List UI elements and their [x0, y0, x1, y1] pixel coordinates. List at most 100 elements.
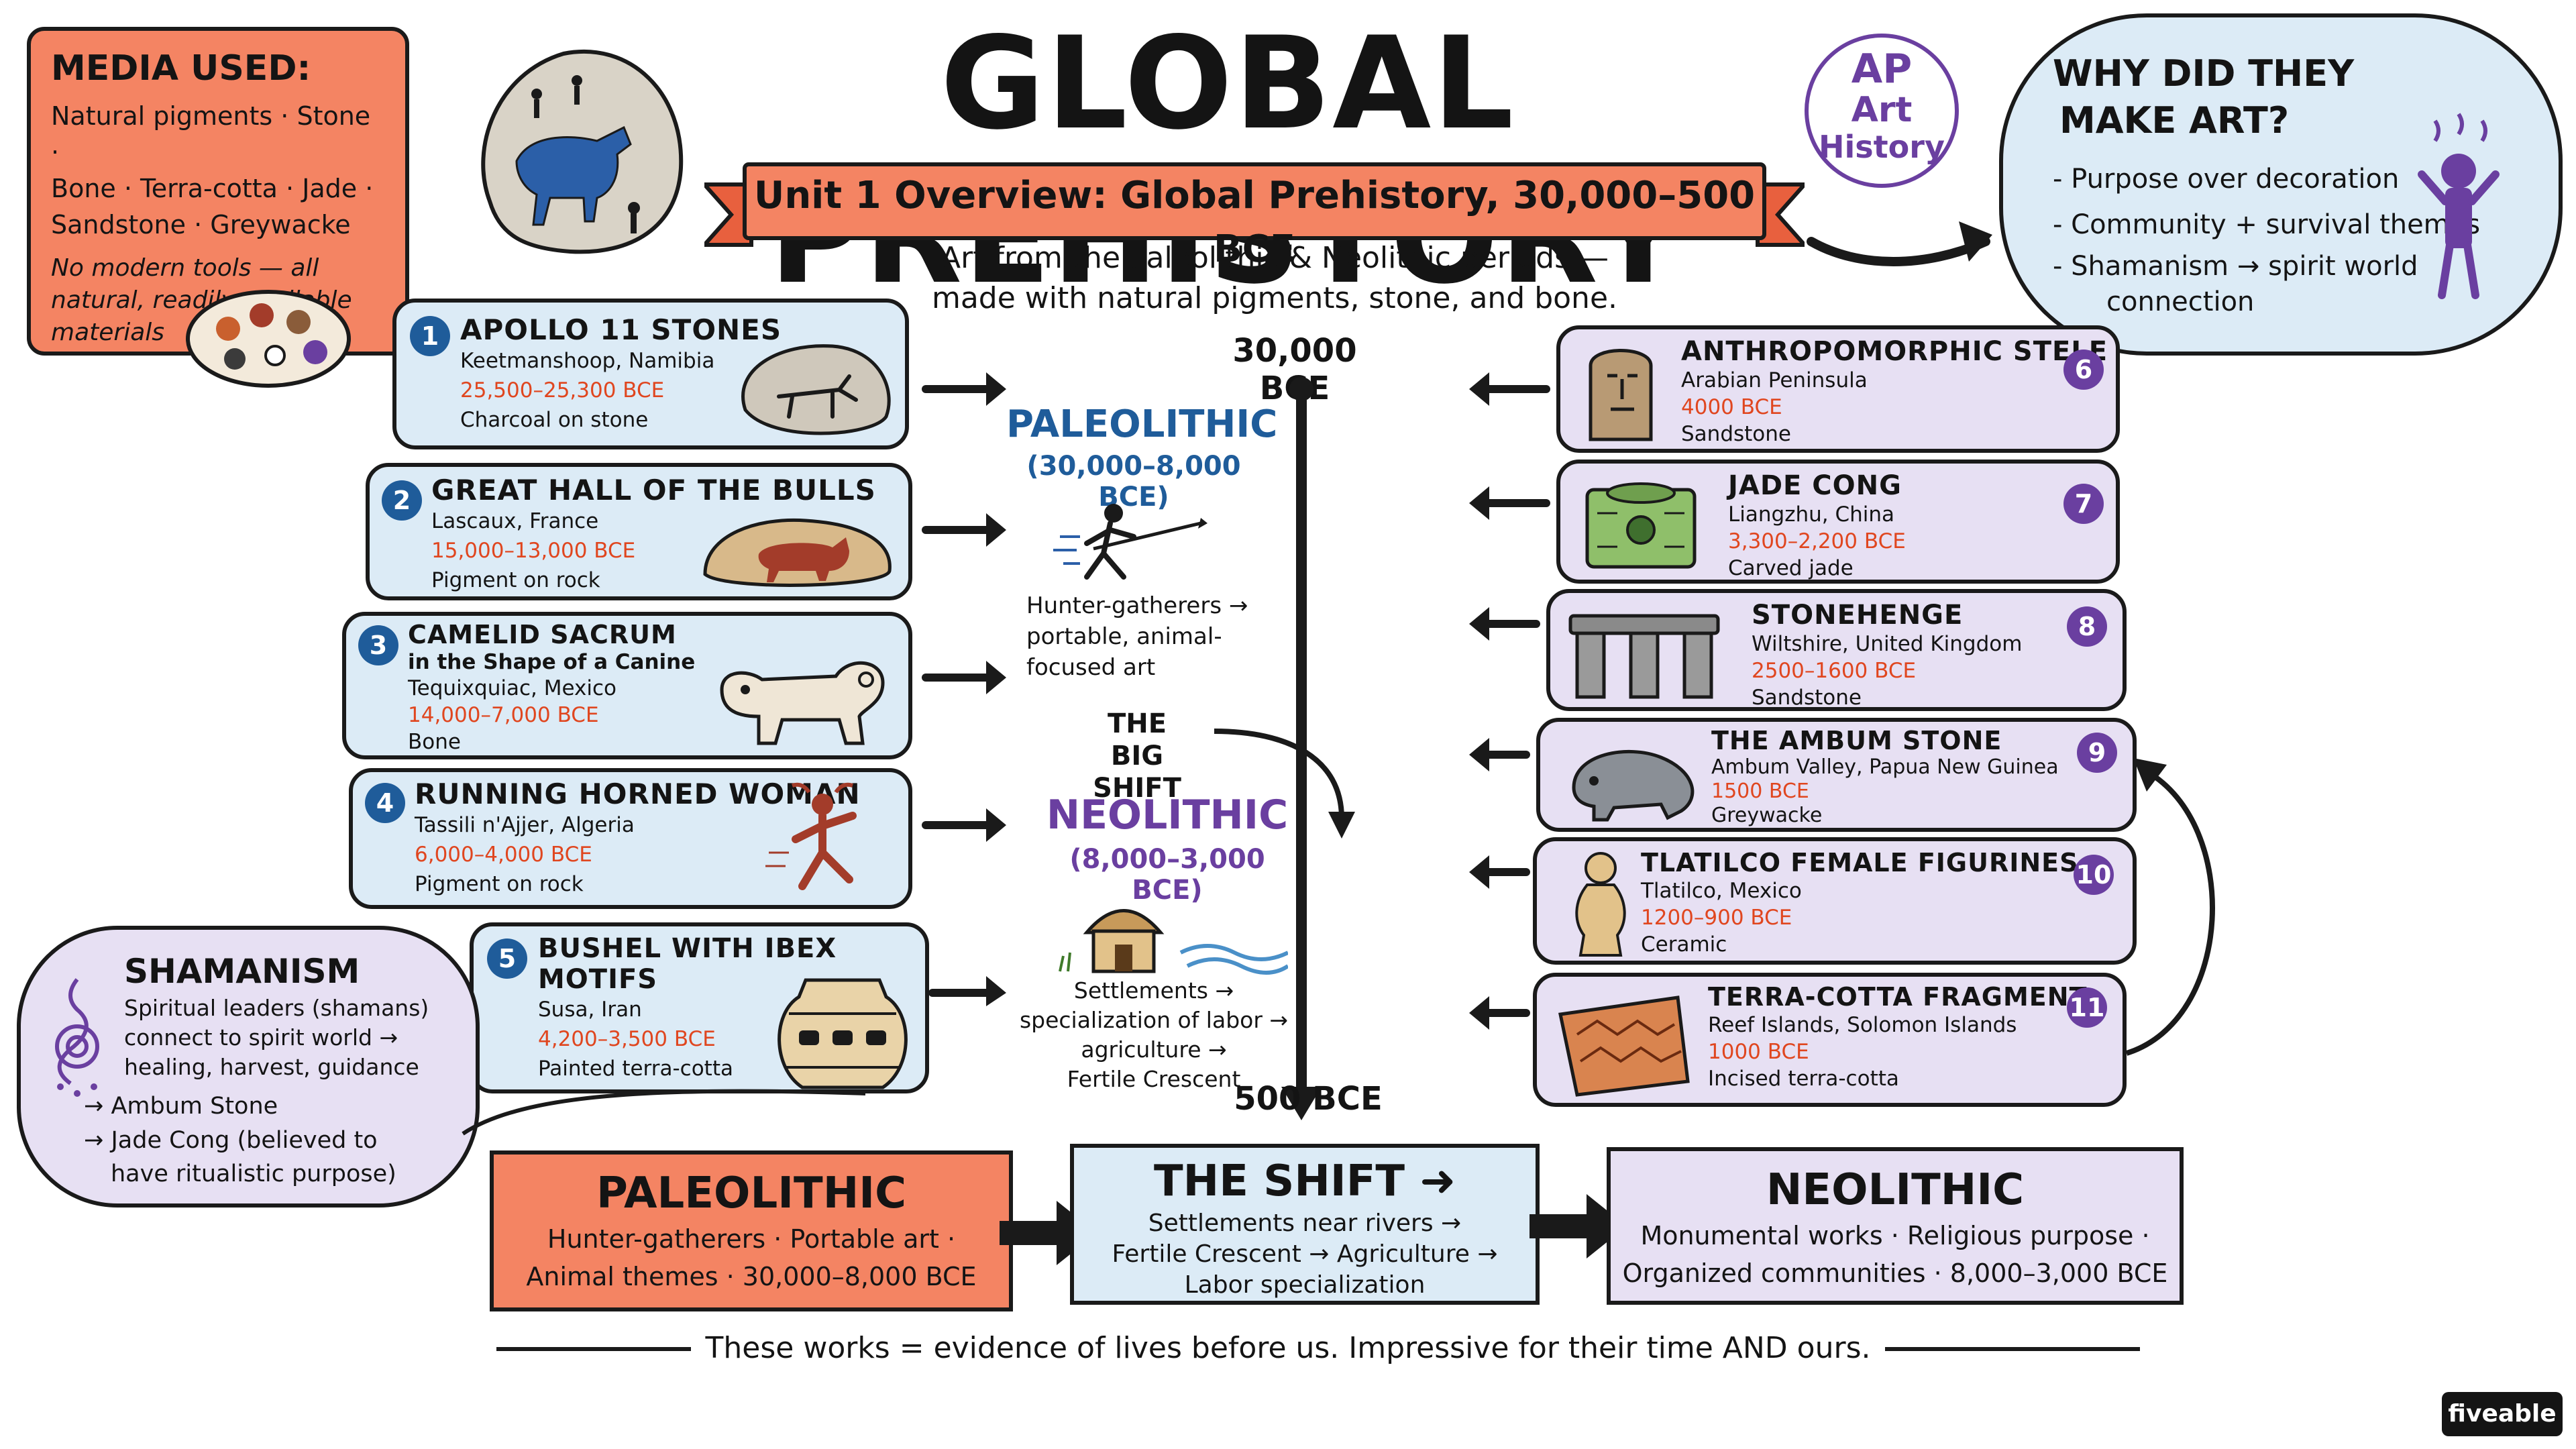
ap-badge-line-2: Art: [1851, 90, 1913, 130]
card-medium: Incised terra-cotta: [1708, 1067, 1899, 1091]
card-place: Tequixquiac, Mexico: [408, 676, 616, 700]
why-item-4: connection: [2106, 286, 2255, 317]
card-apollo-11-stones: 1 APOLLO 11 STONES Keetmanshoop, Namibia…: [392, 299, 909, 449]
card-medium: Pigment on rock: [431, 568, 600, 592]
ambum-stone-icon: [1572, 749, 1695, 822]
hut-icon: [1059, 909, 1288, 975]
ibex-jar-icon: [777, 978, 908, 1089]
shamanism-item-3: have ritualistic purpose): [111, 1161, 396, 1187]
card-medium: Bone: [408, 730, 461, 754]
fiveable-logo: fiveable: [2442, 1392, 2563, 1436]
card-bushel-with-ibex-motifs: 5 BUSHEL WITH IBEX MOTIFS Susa, Iran 4,2…: [470, 922, 929, 1093]
summary-paleo-line-1: Hunter-gatherers · Portable art ·: [547, 1224, 956, 1254]
why-text: WHY DID THEY MAKE ART? - Purpose over de…: [2053, 50, 2496, 319]
ap-badge: AP Art History: [1805, 34, 1959, 188]
summary-paleolithic: PALEOLITHIC Hunter-gatherers · Portable …: [490, 1150, 1013, 1311]
paleo-note-3: focused art: [1026, 654, 1156, 681]
media-note-1: No modern tools — all: [51, 254, 319, 282]
card-great-hall-of-the-bulls: 2 GREAT HALL OF THE BULLS Lascaux, Franc…: [366, 463, 912, 600]
card-medium: Sandstone: [1681, 422, 1791, 446]
card-place: Ambum Valley, Papua New Guinea: [1711, 755, 2059, 779]
card-medium: Sandstone: [1752, 686, 1862, 710]
card-title: THE AMBUM STONE: [1711, 726, 2002, 755]
summary-the-shift: THE SHIFT ➜ Settlements near rivers → Fe…: [1070, 1144, 1540, 1305]
card-anthropomorphic-stele: ANTHROPOMORPHIC STELE Arabian Peninsula …: [1556, 325, 2120, 453]
card-date: 1500 BCE: [1711, 780, 1809, 803]
card-title: BUSHEL WITH IBEX MOTIFS: [538, 933, 837, 995]
card-date: 6,000–4,000 BCE: [415, 843, 592, 867]
shamanism-line-3: healing, harvest, guidance: [124, 1054, 419, 1080]
intro-line-1: Art from the Paleolithic & Neolithic per…: [941, 241, 1609, 275]
timeline-axis: [1281, 377, 1322, 1120]
bone-canine-icon: [720, 661, 885, 745]
neolithic-label: NEOLITHIC: [1046, 792, 1289, 839]
why-item-3: - Shamanism → spirit world: [2053, 251, 2418, 282]
big-shift-line-1: THE: [1107, 708, 1167, 739]
card-date: 14,000–7,000 BCE: [408, 703, 599, 727]
big-shift-line-2: BIG SHIFT: [1093, 741, 1181, 804]
summary-neo-line-1: Monumental works · Religious purpose ·: [1640, 1221, 2150, 1250]
card-place: Lascaux, France: [431, 509, 599, 533]
why-heading-2: MAKE ART?: [2059, 99, 2290, 142]
banner-ribbon: [704, 162, 1805, 247]
media-heading: MEDIA USED:: [51, 48, 311, 89]
summary-shift-line-1: Settlements near rivers →: [1148, 1210, 1462, 1237]
card-number: 10: [2074, 855, 2114, 895]
big-shift-arrow: [1214, 729, 1355, 839]
card-number: 3: [358, 625, 398, 665]
neo-note-2: specialization of labor →: [1019, 1007, 1289, 1033]
shamanism-cloud: [17, 926, 480, 1208]
card-place: Reef Islands, Solomon Islands: [1708, 1013, 2017, 1037]
card-date: 25,500–25,300 BCE: [460, 378, 665, 402]
intro-line-2: made with natural pigments, stone, and b…: [931, 281, 1618, 315]
jade-cong-icon: [1585, 482, 1697, 569]
hunter-icon: [1053, 504, 1208, 580]
card-running-horned-woman: 4 RUNNING HORNED WOMAN Tassili n'Ajjer, …: [349, 768, 912, 909]
card-place: Wiltshire, United Kingdom: [1752, 632, 2023, 656]
neo-note-3: agriculture →: [1081, 1036, 1227, 1063]
paleo-note-1: Hunter-gatherers →: [1026, 592, 1248, 619]
card-title: RUNNING HORNED WOMAN: [415, 777, 861, 810]
right-arrows: [1469, 372, 1550, 1030]
card-title: STONEHENGE: [1752, 600, 1964, 631]
summary-shift-title: THE SHIFT ➜: [1074, 1155, 1536, 1208]
media-line-1: Natural pigments · Stone ·: [51, 101, 371, 167]
shaman-figure-icon: [2418, 113, 2500, 299]
card-date: 2500–1600 BCE: [1752, 659, 1917, 683]
card-medium: Greywacke: [1711, 804, 1823, 827]
summary-paleo-title: PALEOLITHIC: [596, 1169, 907, 1218]
card-place: Susa, Iran: [538, 998, 642, 1022]
paleolithic-range: (30,000–8,000 BCE): [1026, 451, 1241, 513]
card-date: 1000 BCE: [1708, 1040, 1809, 1064]
card-number: 5: [487, 938, 527, 979]
shamanism-heading: SHAMANISM: [124, 952, 360, 991]
neo-note-1: Settlements →: [1073, 977, 1234, 1004]
footer-rule-left: [496, 1347, 691, 1351]
left-arrows: [922, 372, 1006, 1006]
why-item-2: - Community + survival themes: [2053, 209, 2481, 240]
card-medium: Ceramic: [1641, 932, 1727, 957]
banner-to-why-arrow: [1807, 221, 1992, 266]
footer-rule-right: [1885, 1347, 2140, 1351]
summary-shift-title-text: THE SHIFT: [1154, 1157, 1405, 1206]
card-title: JADE CONG: [1728, 470, 1902, 501]
summary-paleo-line-2: Animal themes · 30,000–8,000 BCE: [526, 1262, 977, 1291]
arrow-right-icon: ➜: [1419, 1157, 1456, 1206]
card-number: 11: [2067, 987, 2107, 1028]
neolithic-range: (8,000–3,000 BCE): [1069, 844, 1265, 906]
card-number: 1: [410, 316, 450, 356]
media-line-2: Bone · Terra-cotta · Jade ·: [51, 174, 374, 203]
card-place: Keetmanshoop, Namibia: [460, 349, 715, 373]
shamanism-item-1: → Ambum Stone: [84, 1093, 278, 1120]
summary-shift-line-2: Fertile Crescent → Agriculture →: [1112, 1240, 1498, 1268]
figurine-icon: [1575, 852, 1626, 957]
card-place: Tassili n'Ajjer, Algeria: [415, 813, 635, 837]
ap-badge-line-1: AP: [1851, 46, 1913, 93]
card-title: APOLLO 11 STONES: [460, 313, 782, 346]
intro-text: Art from the Paleolithic & Neolithic per…: [872, 238, 1677, 319]
spiral-icon: [55, 978, 99, 1097]
card-date: 1200–900 BCE: [1641, 906, 1792, 930]
card-date: 15,000–13,000 BCE: [431, 539, 636, 563]
card-terra-cotta-fragment: TERRA-COTTA FRAGMENT Reef Islands, Solom…: [1533, 973, 2127, 1107]
card-date: 4,200–3,500 BCE: [538, 1027, 716, 1051]
